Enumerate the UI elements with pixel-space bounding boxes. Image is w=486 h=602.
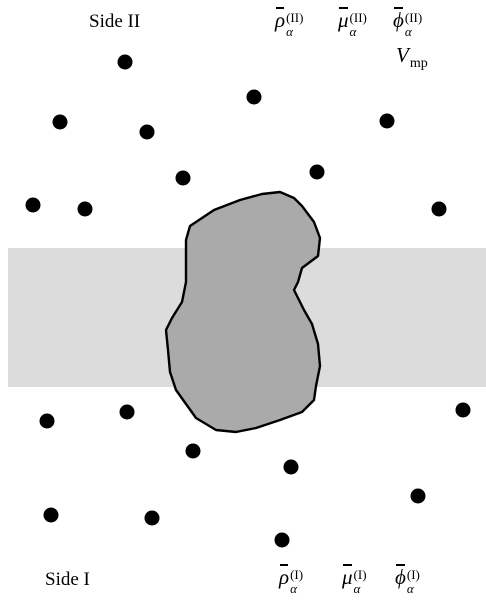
particle — [140, 125, 155, 140]
particle — [411, 489, 426, 504]
side-i-label: Side I — [45, 570, 90, 589]
particle — [44, 508, 59, 523]
particle — [120, 405, 135, 420]
particle — [118, 55, 133, 70]
particle — [176, 171, 191, 186]
side-ii-label: Side II — [89, 12, 140, 31]
particle — [380, 114, 395, 129]
electric-potential-bottom-symbol: ϕ(I)α — [395, 566, 420, 593]
particle — [456, 403, 471, 418]
particle — [145, 511, 160, 526]
particle — [186, 444, 201, 459]
density-top-symbol: ρ(II)α — [275, 9, 303, 36]
membrane-potential-symbol: Vmp — [396, 45, 428, 66]
particle — [284, 460, 299, 475]
particle — [53, 115, 68, 130]
particle — [78, 202, 93, 217]
electric-potential-top-symbol: ϕ(II)α — [393, 9, 422, 36]
particle — [275, 533, 290, 548]
particle — [432, 202, 447, 217]
chemical-potential-top-symbol: μ(II)α — [338, 9, 367, 36]
chemical-potential-bottom-symbol: μ(I)α — [342, 566, 367, 593]
particle — [26, 198, 41, 213]
particle — [310, 165, 325, 180]
particle — [40, 414, 55, 429]
particle — [247, 90, 262, 105]
membrane-protein — [166, 192, 320, 432]
density-bottom-symbol: ρ(I)α — [279, 566, 303, 593]
